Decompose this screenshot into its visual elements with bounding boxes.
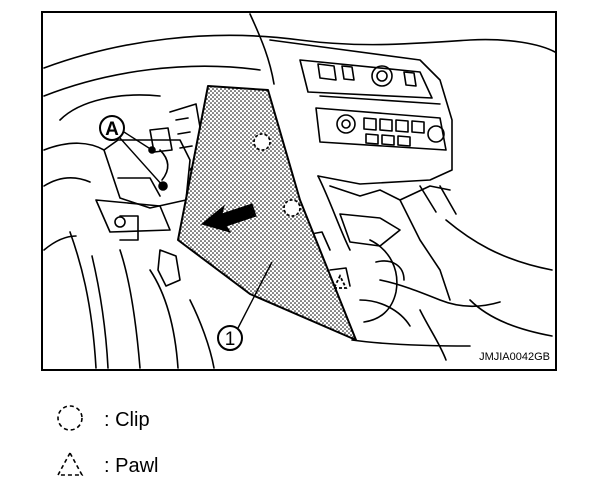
clip-markers [253,133,301,217]
callout-1: 1 [217,261,273,351]
callout-a-label: A [105,119,119,140]
legend-item-clip: : Clip [57,405,150,431]
pawl-marker [332,273,348,289]
dashed-triangle-icon [56,451,84,476]
figure-code: JMJIA0042GB [479,351,550,363]
instrument-lower-cover [177,85,357,341]
callout-1-label: 1 [225,329,236,350]
dashed-circle-icon [57,405,83,431]
clip-marker [253,133,271,151]
legend-item-pawl: : Pawl [56,451,158,477]
removal-direction-arrow [200,203,257,233]
legend-pawl-text: : Pawl [104,455,158,477]
clip-marker [283,199,301,217]
legend: : Clip : Pawl [56,405,158,477]
legend-clip-text: : Clip [104,409,150,431]
callout-a: A [99,115,164,187]
